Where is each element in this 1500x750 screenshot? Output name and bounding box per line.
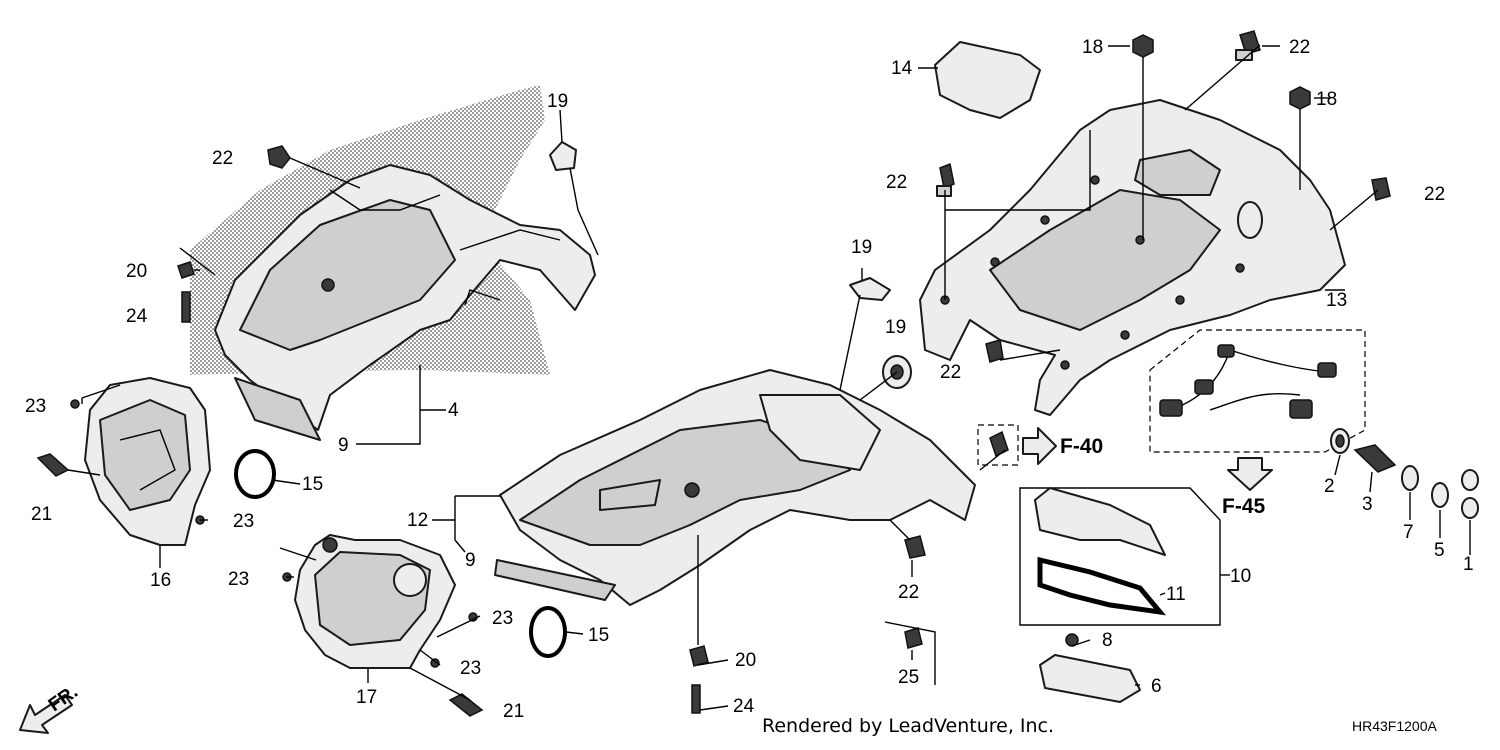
harness-dashed-box bbox=[1149, 329, 1366, 453]
garnish-cover bbox=[1034, 487, 1166, 556]
front-direction-indicator: FR. bbox=[19, 681, 82, 734]
part-labels: 1 2 3 4 5 6 7 8 9 9 10 11 12 13 14 15 15… bbox=[25, 37, 1474, 722]
seal-ring-right bbox=[529, 606, 567, 658]
label-part-8: 8 bbox=[1102, 630, 1113, 651]
label-part-22-b: 22 bbox=[1289, 37, 1310, 58]
cover-lid bbox=[934, 41, 1041, 119]
inner-fender-left bbox=[84, 377, 211, 546]
label-part-9-front: 9 bbox=[338, 435, 349, 456]
label-part-21-a: 21 bbox=[31, 504, 52, 525]
label-part-23-d: 23 bbox=[492, 608, 513, 629]
label-part-22-a: 22 bbox=[212, 148, 233, 169]
label-part-16: 16 bbox=[150, 570, 171, 591]
label-part-22-d: 22 bbox=[1424, 184, 1445, 205]
label-part-9-center: 9 bbox=[465, 550, 476, 571]
label-part-19-a: 19 bbox=[547, 91, 568, 112]
wire-harness bbox=[1159, 344, 1337, 419]
center-mud-guard bbox=[499, 369, 976, 606]
bracket-6 bbox=[1039, 654, 1141, 703]
label-part-15-left: 15 bbox=[302, 474, 323, 495]
label-part-18-a: 18 bbox=[1082, 37, 1103, 58]
label-part-21-b: 21 bbox=[503, 701, 524, 722]
rear-fender bbox=[919, 99, 1346, 416]
label-part-11: 11 bbox=[1166, 584, 1186, 605]
label-part-17: 17 bbox=[356, 687, 377, 708]
f40-arrow bbox=[1022, 427, 1057, 465]
credit-text: Rendered by LeadVenture, Inc. bbox=[762, 715, 1054, 737]
label-part-10: 10 bbox=[1230, 566, 1251, 587]
label-part-19-b: 19 bbox=[851, 237, 872, 258]
f45-arrow bbox=[1227, 457, 1273, 491]
label-part-23-a: 23 bbox=[25, 396, 46, 417]
ref-f45: F-45 bbox=[1222, 495, 1266, 518]
ref-f40: F-40 bbox=[1060, 435, 1103, 458]
trim-strip-front bbox=[234, 377, 321, 441]
label-part-2: 2 bbox=[1324, 476, 1335, 497]
f40-bolt-box bbox=[977, 424, 1019, 466]
garnish-seal bbox=[1037, 556, 1167, 616]
label-part-3: 3 bbox=[1362, 494, 1373, 515]
fasteners bbox=[36, 30, 1479, 717]
seal-ring-left bbox=[234, 449, 276, 499]
label-part-23-b: 23 bbox=[233, 511, 254, 532]
label-part-6: 6 bbox=[1151, 676, 1162, 697]
label-part-12: 12 bbox=[407, 510, 428, 531]
label-part-24-b: 24 bbox=[733, 696, 755, 717]
label-part-22-c: 22 bbox=[886, 172, 907, 193]
label-part-7: 7 bbox=[1403, 522, 1414, 543]
label-part-15-right: 15 bbox=[588, 625, 609, 646]
label-part-19-c: 19 bbox=[885, 317, 906, 338]
parts-10-11-box bbox=[1019, 487, 1221, 626]
trim-strip-center bbox=[494, 559, 616, 601]
label-part-4: 4 bbox=[448, 400, 459, 421]
label-part-13: 13 bbox=[1326, 290, 1347, 311]
label-part-18-b: 18 bbox=[1316, 89, 1337, 110]
label-part-23-c: 23 bbox=[228, 569, 249, 590]
label-part-22-e: 22 bbox=[940, 362, 961, 383]
label-part-1: 1 bbox=[1463, 554, 1474, 575]
label-part-25: 25 bbox=[898, 667, 919, 688]
diagram-code: HR43F1200A bbox=[1352, 718, 1437, 734]
front-fender bbox=[214, 164, 596, 431]
label-part-20-a: 20 bbox=[126, 261, 147, 282]
label-part-14: 14 bbox=[891, 58, 913, 79]
label-part-5: 5 bbox=[1434, 540, 1445, 561]
label-part-24-a: 24 bbox=[126, 306, 148, 327]
label-part-22-f: 22 bbox=[898, 582, 919, 603]
label-part-20-b: 20 bbox=[735, 650, 756, 671]
leader-lines bbox=[67, 44, 1471, 711]
label-part-23-e: 23 bbox=[460, 658, 481, 679]
inner-fender-right bbox=[294, 534, 456, 669]
